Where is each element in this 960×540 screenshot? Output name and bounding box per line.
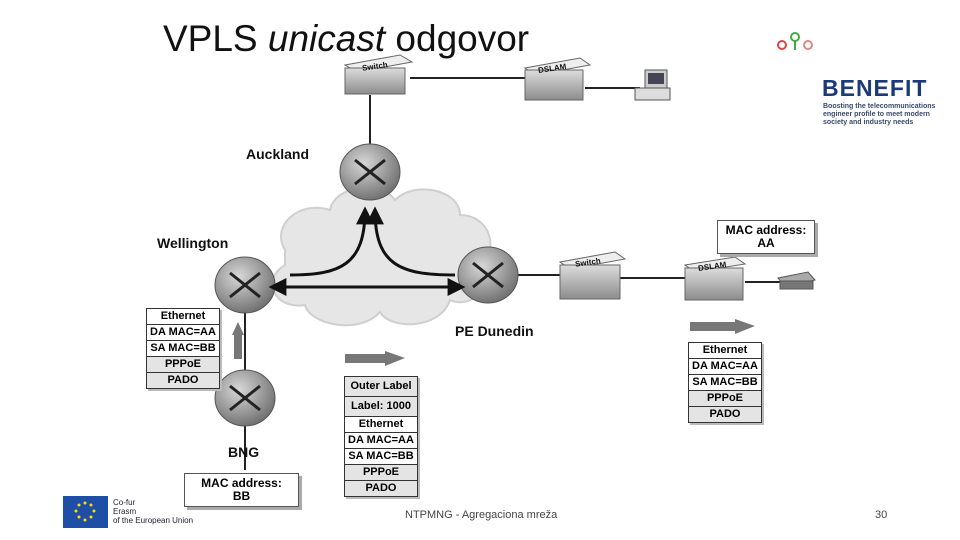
stack-row: Ethernet [147,309,219,325]
arrow-right-mid-icon [345,351,405,366]
label-wellington: Wellington [157,235,229,251]
stack-row: PPPoE [147,357,219,373]
router-bng-icon [214,369,276,427]
stack-row: PPPoE [689,391,761,407]
stack-row: SA MAC=BB [147,341,219,357]
eu-flag-icon [63,496,108,528]
arrow-up-icon [232,322,244,359]
stack-row: Outer Label [345,377,417,397]
stack-row: PPPoE [345,465,417,481]
stack-row: Ethernet [689,343,761,359]
router-dunedin-icon [457,246,519,304]
mac-value: AA [757,236,775,250]
benefit-logo-text: BENEFIT [822,75,928,101]
stack-row: Ethernet [345,417,417,433]
stack-row: PADO [147,373,219,388]
stack-row: PADO [689,407,761,422]
stack-row: PADO [345,481,417,496]
benefit-tagline: Boosting the telecommunications engineer… [823,103,936,126]
mac-value: BB [232,489,251,503]
mac-address-aa: MAC address: AA [717,220,815,254]
stack-row: DA MAC=AA [147,325,219,341]
label-auckland: Auckland [246,146,310,162]
stack-row: DA MAC=AA [689,359,761,375]
mac-address-bb: MAC address: BB [184,473,299,507]
packet-stack-middle: Outer Label Label: 1000 Ethernet DA MAC=… [344,376,418,497]
router-wellington-icon [214,256,276,314]
packet-stack-right: Ethernet DA MAC=AA SA MAC=BB PPPoE PADO [688,342,762,423]
mac-label: MAC address: [201,476,282,490]
eu-line: of the European Union [113,516,194,525]
switch-top-icon [343,54,414,95]
arrow-right-right-icon [690,319,755,334]
label-bng: BNG [228,444,260,460]
dslam-right-icon [683,256,747,301]
benefit-logo-icon [777,32,813,50]
dslam-top-icon [523,57,592,101]
stack-row: DA MAC=AA [345,433,417,449]
stack-row: Label: 1000 [345,397,417,417]
mac-label: MAC address: [725,223,807,237]
page-title: VPLS unicast odgovor [163,18,530,59]
modem-icon [777,271,816,290]
router-auckland-icon [339,143,401,201]
page-number: 30 [875,509,888,521]
eu-funding-text: Co-fur Erasm of the European Union [113,498,193,525]
footer-text: NTPMNG - Agregaciona mreža [405,509,558,521]
stack-row: SA MAC=BB [689,375,761,391]
eu-line: Co-fur [113,498,136,507]
packet-stack-left: Ethernet DA MAC=AA SA MAC=BB PPPoE PADO [146,308,220,389]
traffic-arrows [268,206,466,296]
stack-row: SA MAC=BB [345,449,417,465]
computer-icon [634,69,671,101]
eu-line: Erasm [113,507,137,516]
label-dunedin: PE Dunedin [455,323,534,339]
mpls-cloud [271,186,492,327]
switch-right-icon [558,251,627,300]
